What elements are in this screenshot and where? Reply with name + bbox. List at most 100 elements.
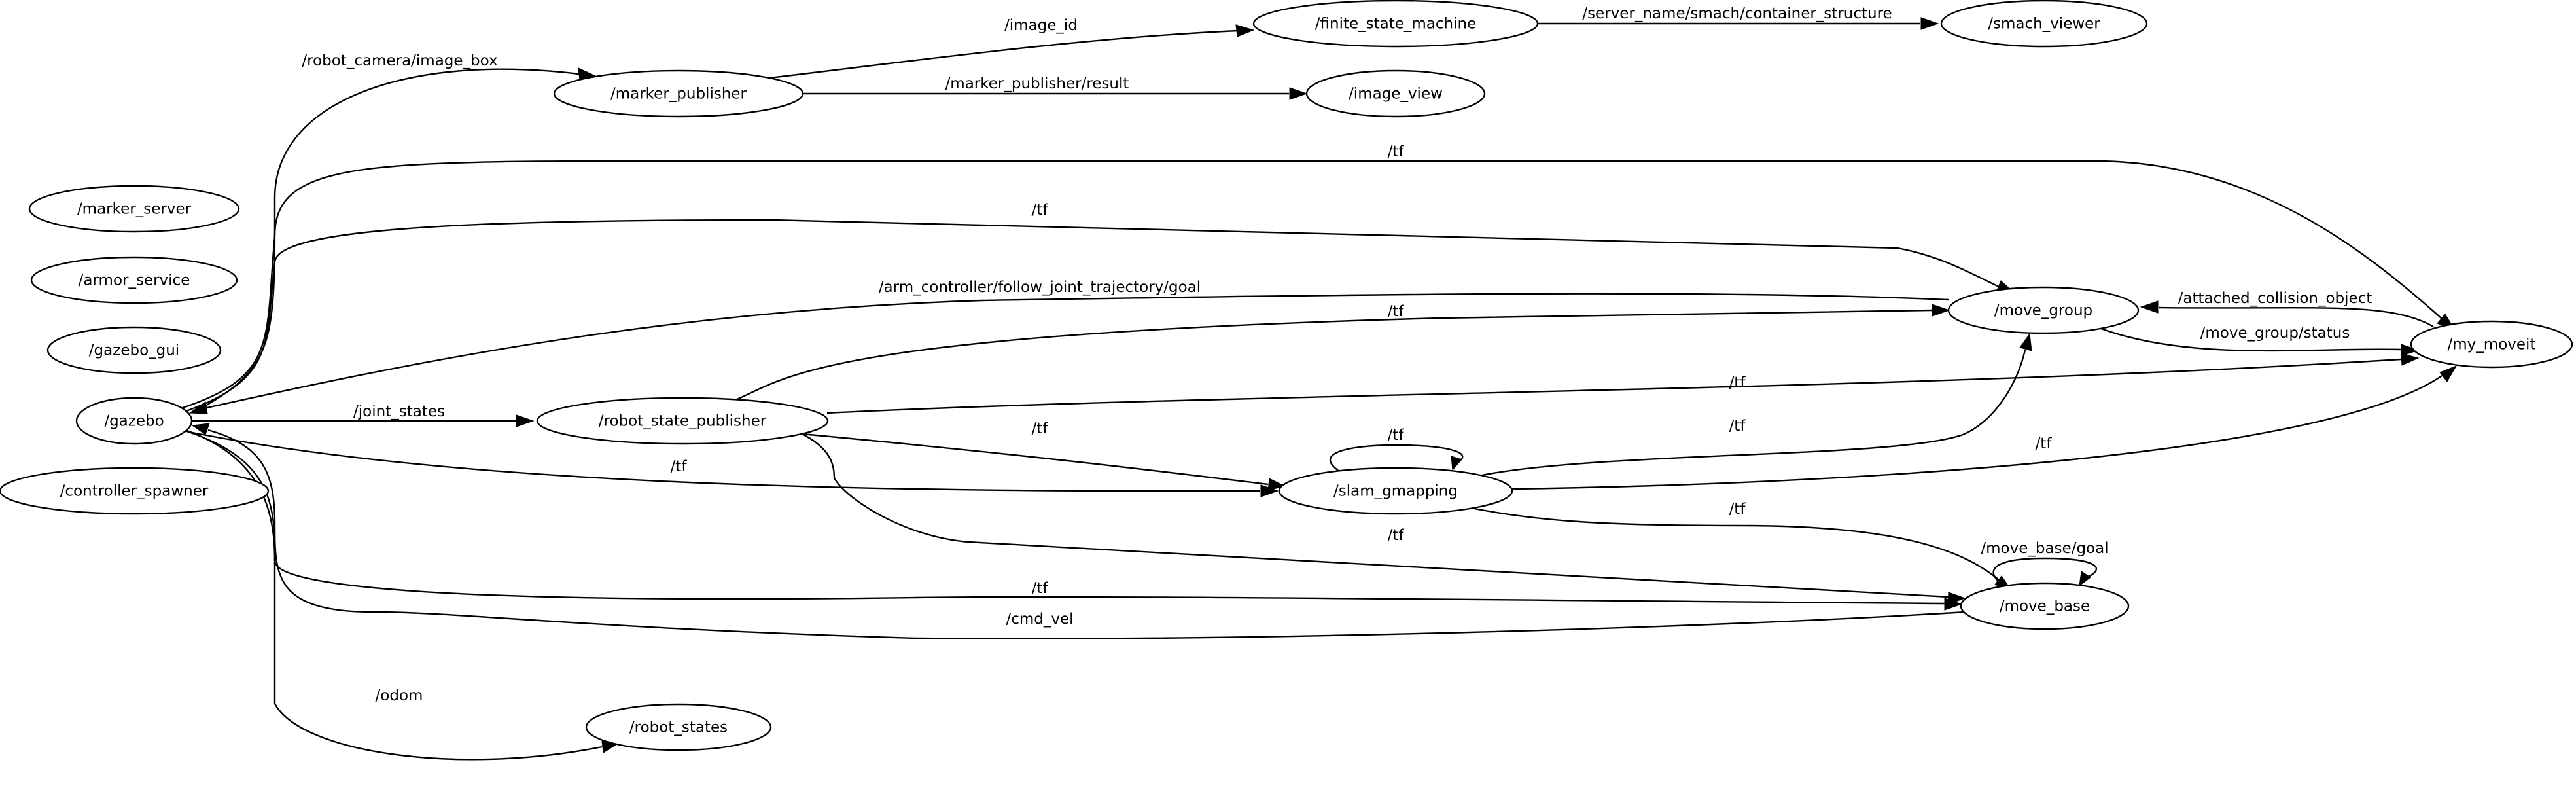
edge-arrowhead xyxy=(1920,17,1939,30)
edge-line xyxy=(1481,350,2026,477)
node-marker-publisher[interactable]: /marker_publisher xyxy=(553,69,804,118)
node-label: /slam_gmapping xyxy=(1333,483,1458,500)
node-ellipse[interactable] xyxy=(75,397,193,445)
edge-slam_gmapping-to-slam_gmapping: /tf xyxy=(1329,427,1464,474)
node-label: /marker_publisher xyxy=(610,86,747,103)
node-label: /armor_service xyxy=(79,272,190,289)
edges-layer: /image_id/server_name/smach/container_st… xyxy=(180,5,2458,761)
edge-move_group-to-my_moveit: /move_group/status xyxy=(2100,325,2420,357)
node-ellipse[interactable] xyxy=(46,326,222,374)
edge-line xyxy=(2159,306,2434,328)
edge-label: /robot_camera/image_box xyxy=(302,52,497,69)
node-ellipse[interactable] xyxy=(1278,467,1513,515)
edge-move_base-to-move_base: /move_base/goal xyxy=(1981,540,2109,587)
node-ellipse[interactable] xyxy=(1252,0,1539,48)
node-ellipse[interactable] xyxy=(1960,582,2130,630)
edge-line xyxy=(180,219,2000,414)
edge-gazebo-to-my_moveit: /tf xyxy=(180,143,2456,410)
node-ellipse[interactable] xyxy=(1947,286,2140,334)
node-label: /gazebo_gui xyxy=(89,342,179,359)
edge-robot_state_publisher-to-slam_gmapping: /tf xyxy=(802,420,1286,491)
node-gazebo[interactable]: /gazebo xyxy=(75,397,193,445)
edge-line xyxy=(735,309,1933,401)
edge-marker_publisher-to-image_view: /marker_publisher/result xyxy=(803,75,1308,100)
edge-label: /server_name/smach/container_structure xyxy=(1582,5,1892,22)
node-marker-server[interactable]: /marker_server xyxy=(28,185,240,233)
node-ellipse[interactable] xyxy=(0,467,270,515)
edge-line xyxy=(207,429,1966,639)
edge-slam_gmapping-to-move_base: /tf xyxy=(1470,501,2013,592)
edge-arrowhead xyxy=(1932,304,1950,317)
node-robot-state-publisher[interactable]: /robot_state_publisher xyxy=(536,397,829,445)
edge-finite_state_machine-to-smach_viewer: /server_name/smach/container_structure xyxy=(1538,5,1939,30)
node-label: /move_group xyxy=(1994,302,2092,319)
edge-line xyxy=(1470,507,2000,581)
node-ellipse[interactable] xyxy=(28,185,240,233)
node-image-view[interactable]: /image_view xyxy=(1305,69,1486,118)
node-my-moveit[interactable]: /my_moveit xyxy=(2410,320,2573,369)
node-armor-service[interactable]: /armor_service xyxy=(30,256,238,304)
edge-arrowhead xyxy=(2401,344,2420,357)
edge-arrowhead xyxy=(1235,24,1255,37)
edge-label: /joint_states xyxy=(353,403,445,420)
node-ellipse[interactable] xyxy=(1305,69,1486,118)
edge-line xyxy=(206,293,1949,409)
edge-robot_state_publisher-to-move_group: /tf xyxy=(735,303,1950,401)
node-robot-states[interactable]: /robot_states xyxy=(585,703,772,751)
edge-arrowhead xyxy=(2019,333,2032,351)
edge-arrowhead xyxy=(516,414,535,427)
edge-arrowhead xyxy=(2140,300,2159,314)
edge-gazebo-to-robot_state_publisher: /joint_states xyxy=(192,403,535,427)
edge-line xyxy=(1992,557,2098,585)
edge-label: /tf xyxy=(1729,501,1746,518)
node-controller-spawner[interactable]: /controller_spawner xyxy=(0,467,270,515)
node-move-base[interactable]: /move_base xyxy=(1960,582,2130,630)
node-label: /robot_state_publisher xyxy=(599,413,767,430)
edge-move_base-to-gazebo: /cmd_vel xyxy=(191,423,1966,639)
edge-label: /tf xyxy=(1729,374,1746,391)
edge-line xyxy=(2100,327,2401,352)
node-ellipse[interactable] xyxy=(553,69,804,118)
edge-line xyxy=(180,428,1945,605)
edge-label: /marker_publisher/result xyxy=(945,75,1129,92)
node-smach-viewer[interactable]: /smach_viewer xyxy=(1940,0,2148,48)
edge-robot_state_publisher-to-move_base: /tf xyxy=(800,432,1966,605)
node-ellipse[interactable] xyxy=(585,703,772,751)
node-ellipse[interactable] xyxy=(2410,320,2573,369)
node-finite-state-machine[interactable]: /finite_state_machine xyxy=(1252,0,1539,48)
edge-gazebo-to-robot_states: /odom xyxy=(186,429,620,761)
node-label: /robot_states xyxy=(629,719,728,736)
edge-label: /tf xyxy=(1388,143,1405,160)
node-move-group[interactable]: /move_group xyxy=(1947,286,2140,334)
node-ellipse[interactable] xyxy=(30,256,238,304)
edge-line xyxy=(186,429,603,761)
edge-gazebo-to-slam_gmapping: /tf xyxy=(192,431,1279,497)
edge-label: /tf xyxy=(1032,202,1049,219)
node-ellipse[interactable] xyxy=(1940,0,2148,48)
edge-arrowhead xyxy=(1289,87,1308,100)
node-slam-gmapping[interactable]: /slam_gmapping xyxy=(1278,467,1513,515)
node-label: /marker_server xyxy=(77,201,192,218)
edge-line xyxy=(826,358,2401,414)
node-label: /smach_viewer xyxy=(1988,16,2100,33)
edge-arrowhead xyxy=(2439,365,2458,382)
node-gazebo-gui[interactable]: /gazebo_gui xyxy=(46,326,222,374)
edge-line xyxy=(769,29,1238,79)
edge-line xyxy=(192,431,1261,492)
node-label: /image_view xyxy=(1349,86,1443,103)
edge-arrowhead xyxy=(2079,571,2091,587)
edge-arrowhead xyxy=(191,423,210,435)
edge-arrowhead xyxy=(1451,456,1462,471)
edge-line xyxy=(802,433,1269,486)
node-ellipse[interactable] xyxy=(536,397,829,445)
edge-robot_state_publisher-to-my_moveit: /tf xyxy=(826,353,2420,414)
edge-label: /image_id xyxy=(1004,17,1078,34)
nodes-layer: /robot_state_publisher/gazebo/move_group… xyxy=(0,0,2573,751)
edge-marker_publisher-to-finite_state_machine: /image_id xyxy=(769,17,1255,79)
edge-arrowhead xyxy=(2401,353,2420,366)
edge-label: /odom xyxy=(376,687,423,704)
edge-line xyxy=(180,160,2443,410)
edge-slam_gmapping-to-my_moveit: /tf xyxy=(1511,365,2458,490)
edge-label: /tf xyxy=(671,458,688,475)
